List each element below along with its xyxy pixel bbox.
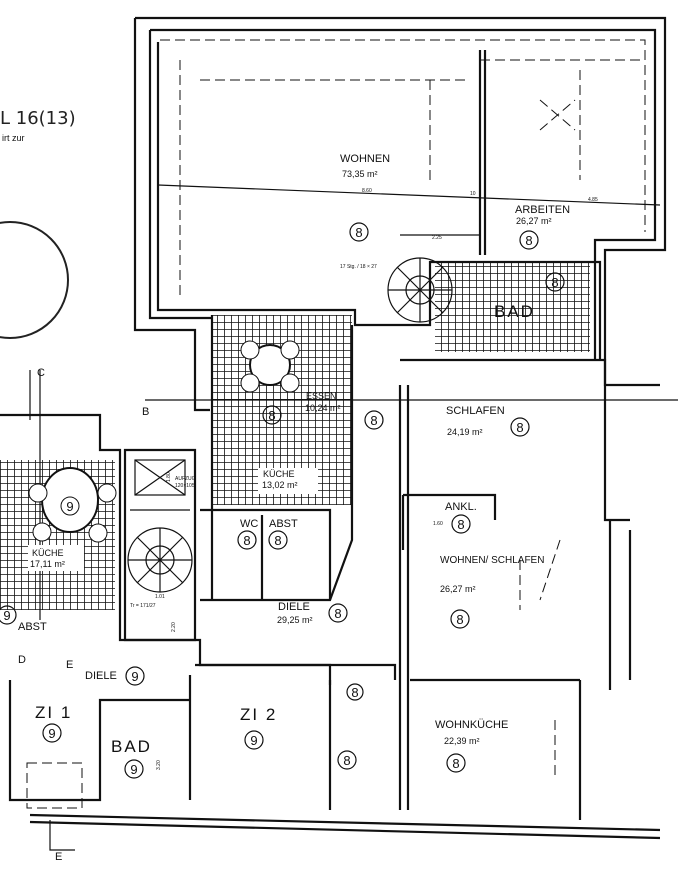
- svg-text:8: 8: [516, 420, 523, 435]
- svg-text:ABST: ABST: [269, 518, 298, 530]
- hall-unit-marker: [364, 410, 384, 430]
- elevator-size: 120×105: [175, 483, 195, 489]
- svg-text:1.60: 1.60: [433, 521, 443, 527]
- header-note: irt zur: [2, 133, 25, 143]
- small-room-number: 8: [351, 685, 358, 700]
- stair-note-core: Tr = 171/27: [130, 603, 156, 609]
- svg-text:B: B: [142, 406, 149, 418]
- svg-text:3.20: 3.20: [156, 760, 162, 770]
- svg-text:9: 9: [3, 608, 10, 623]
- svg-text:KÜCHE: KÜCHE: [263, 469, 295, 479]
- room-abst-8: ABST 8: [268, 518, 298, 550]
- room-zi2: ZI 2 9: [240, 705, 277, 750]
- svg-text:ANKL.: ANKL.: [445, 501, 477, 513]
- svg-text:1.80: 1.80: [166, 472, 172, 482]
- room-essen: ESSEN 10,24 m² 8: [262, 391, 341, 425]
- svg-text:ABST: ABST: [18, 621, 47, 633]
- svg-text:ARBEITEN: ARBEITEN: [515, 204, 570, 216]
- svg-text:9: 9: [250, 733, 257, 748]
- svg-text:8: 8: [457, 517, 464, 532]
- svg-text:9: 9: [130, 762, 137, 777]
- svg-text:8: 8: [274, 533, 281, 548]
- stair-note: 17 Stg. / 18 × 27: [340, 264, 377, 270]
- svg-text:BAD: BAD: [111, 737, 152, 756]
- svg-text:8: 8: [456, 612, 463, 627]
- svg-text:9: 9: [66, 499, 73, 514]
- room-kueche-8: KÜCHE 13,02 m²: [258, 468, 318, 494]
- room-arbeiten: ARBEITEN 26,27 m² 8: [515, 204, 570, 250]
- svg-text:26,27 m²: 26,27 m²: [516, 216, 552, 226]
- svg-text:10: 10: [470, 191, 476, 197]
- svg-text:8: 8: [243, 533, 250, 548]
- room-wohnen: WOHNEN 73,35 m² 8: [340, 153, 390, 242]
- dining-table: [240, 340, 300, 393]
- outer-walls: [0, 16, 678, 851]
- svg-text:26,27 m²: 26,27 m²: [440, 584, 476, 594]
- svg-text:73,35 m²: 73,35 m²: [342, 169, 378, 179]
- svg-text:KÜCHE: KÜCHE: [32, 548, 64, 558]
- section-markers: B C D E E: [18, 367, 149, 863]
- room-abst-9: ABST 9: [0, 605, 47, 633]
- svg-text:8: 8: [268, 408, 275, 423]
- svg-text:2.20: 2.20: [171, 622, 177, 632]
- svg-text:8: 8: [334, 606, 341, 621]
- svg-text:8: 8: [355, 225, 362, 240]
- elevator-cross-icon: [134, 459, 186, 496]
- svg-text:SCHLAFEN: SCHLAFEN: [446, 405, 505, 417]
- svg-text:13,02 m²: 13,02 m²: [262, 480, 298, 490]
- room-wohnen-schlafen: WOHNEN/ SCHLAFEN 26,27 m² 8: [440, 555, 544, 629]
- room-zi1: ZI 1 9: [26, 703, 83, 809]
- svg-text:8.60: 8.60: [362, 188, 372, 194]
- svg-text:ESSEN: ESSEN: [306, 391, 337, 401]
- svg-text:BAD: BAD: [494, 302, 535, 321]
- svg-text:8: 8: [525, 233, 532, 248]
- pantry-number: 8: [343, 753, 350, 768]
- spiral-stair-core: [127, 527, 193, 593]
- svg-text:ZI 2: ZI 2: [240, 705, 277, 724]
- room-schlafen: SCHLAFEN 24,19 m² 8: [446, 405, 530, 437]
- svg-text:DIELE: DIELE: [278, 601, 310, 613]
- room-wohnkueche: WOHNKÜCHE 22,39 m² 8: [435, 719, 508, 773]
- svg-text:E: E: [66, 659, 73, 671]
- small-room-marker: [346, 683, 364, 701]
- svg-text:29,25 m²: 29,25 m²: [277, 615, 313, 625]
- svg-text:8: 8: [551, 275, 558, 290]
- svg-text:D: D: [18, 654, 26, 666]
- svg-text:1.01: 1.01: [155, 594, 165, 600]
- svg-text:E: E: [55, 851, 62, 863]
- svg-text:4.85: 4.85: [588, 197, 598, 203]
- room-diele-9: DIELE 9: [85, 666, 145, 686]
- svg-text:9: 9: [131, 669, 138, 684]
- room-kueche-9: KÜCHE 17,11 m² 9: [28, 496, 84, 571]
- svg-text:C: C: [37, 367, 45, 379]
- svg-text:22,39 m²: 22,39 m²: [444, 736, 480, 746]
- spiral-stair-top: [387, 257, 453, 323]
- svg-text:WOHNKÜCHE: WOHNKÜCHE: [435, 719, 508, 731]
- svg-text:24,19 m²: 24,19 m²: [447, 427, 483, 437]
- hall-unit-number: 8: [370, 413, 377, 428]
- pantry-marker: [337, 750, 357, 770]
- room-bad-8: BAD 8: [494, 272, 565, 321]
- room-ankl: ANKL. 8: [445, 501, 477, 534]
- svg-text:10,24 m²: 10,24 m²: [305, 403, 341, 413]
- svg-text:WOHNEN: WOHNEN: [340, 153, 390, 165]
- svg-text:9: 9: [48, 726, 55, 741]
- elevator-label: AUFZUG: [175, 476, 196, 482]
- tiled-floor-bad-8: [435, 262, 590, 352]
- svg-text:17,11 m²: 17,11 m²: [30, 559, 65, 569]
- stamp-seal: [0, 221, 69, 339]
- svg-text:ZI 1: ZI 1: [35, 703, 72, 722]
- room-wc: WC 8: [237, 518, 258, 550]
- room-bad-9: BAD 9: [111, 737, 152, 779]
- elevator-shaft: [134, 459, 186, 496]
- svg-text:2.25: 2.25: [432, 235, 442, 241]
- svg-text:WC: WC: [240, 518, 258, 530]
- handwritten-ref: L 16(13): [0, 108, 76, 129]
- room-diele-8: DIELE 29,25 m² 8: [277, 601, 348, 625]
- dimensions: 8.60 4.85 2.25 1.01 1.60 1.80 2.20 3.20 …: [155, 188, 598, 770]
- svg-text:DIELE: DIELE: [85, 670, 117, 682]
- svg-text:WOHNEN/ SCHLAFEN: WOHNEN/ SCHLAFEN: [440, 555, 544, 566]
- svg-text:8: 8: [452, 756, 459, 771]
